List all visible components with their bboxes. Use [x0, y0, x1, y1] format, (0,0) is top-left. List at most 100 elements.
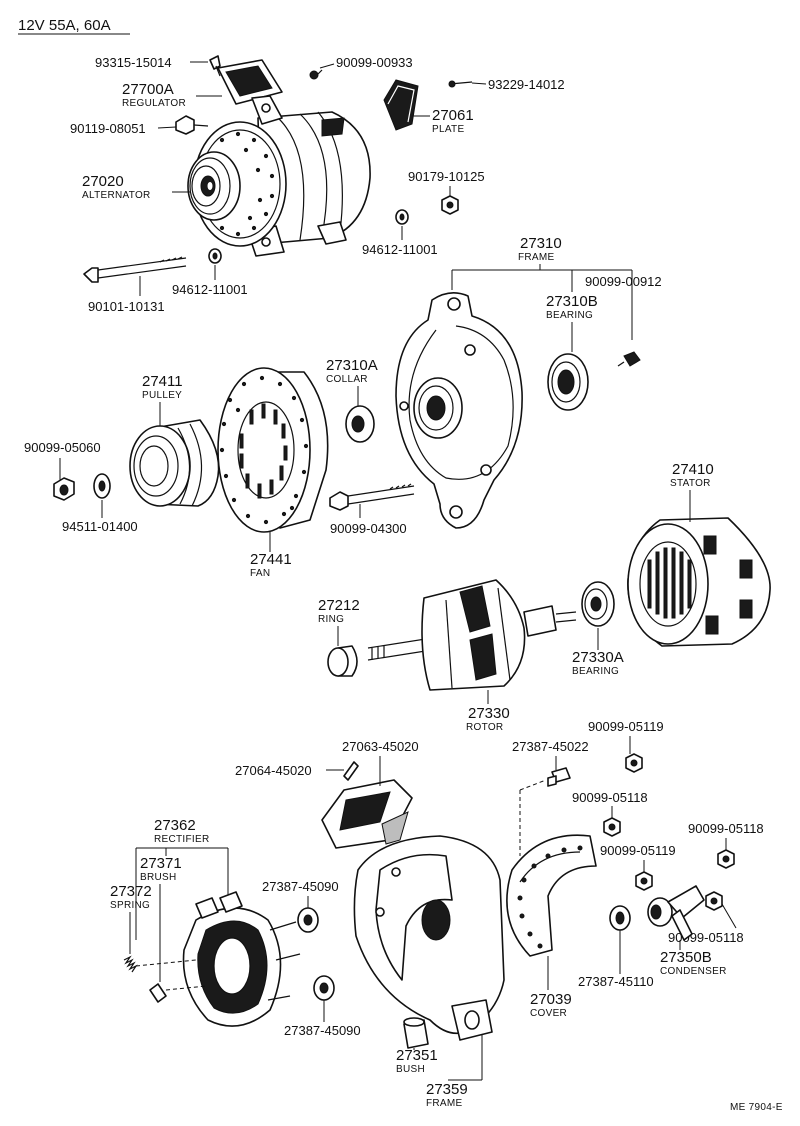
pulley-27411[interactable]: 27411 PULLEY — [129, 373, 220, 507]
svg-text:27039: 27039 — [530, 991, 572, 1008]
svg-text:27212: 27212 — [318, 597, 360, 614]
svg-text:COLLAR: COLLAR — [326, 374, 368, 385]
svg-text:COVER: COVER — [530, 1008, 567, 1019]
svg-text:STATOR: STATOR — [670, 478, 711, 489]
screw-93315-15014[interactable]: 93315-15014 — [95, 55, 221, 77]
svg-text:27372: 27372 — [110, 883, 152, 900]
svg-text:27362: 27362 — [154, 817, 196, 834]
svg-text:94511-01400: 94511-01400 — [62, 519, 138, 534]
nut-90179-10125[interactable]: 90179-10125 — [408, 169, 485, 215]
fan-27441[interactable]: 27441 FAN — [217, 367, 329, 579]
holder-27063-45020[interactable]: 27063-45020 — [321, 739, 419, 849]
svg-text:90099-04300: 90099-04300 — [330, 521, 407, 536]
nut-90099-05060[interactable]: 90099-05060 — [24, 440, 101, 501]
svg-text:BRUSH: BRUSH — [140, 872, 177, 883]
bearing-27330a[interactable]: 27330A BEARING — [572, 581, 624, 677]
svg-text:27310B: 27310B — [546, 293, 598, 310]
svg-text:27387-45090: 27387-45090 — [284, 1023, 361, 1038]
alternator-27020[interactable]: 27020 ALTERNATOR — [82, 95, 371, 257]
svg-text:90099-05119: 90099-05119 — [600, 843, 676, 858]
svg-text:27387-45110: 27387-45110 — [578, 974, 654, 989]
svg-text:90099-05119: 90099-05119 — [588, 719, 664, 734]
diagram-title: 12V 55A, 60A — [18, 17, 130, 35]
svg-text:ALTERNATOR: ALTERNATOR — [82, 190, 151, 201]
footer-code: ME 7904-E — [730, 1102, 783, 1113]
svg-text:90179-10125: 90179-10125 — [408, 169, 485, 184]
svg-text:90099-05118: 90099-05118 — [572, 790, 648, 805]
cover-27039[interactable]: 27039 COVER — [506, 779, 597, 1019]
svg-text:BUSH: BUSH — [396, 1064, 425, 1075]
svg-text:REGULATOR: REGULATOR — [122, 98, 186, 109]
svg-text:PULLEY: PULLEY — [142, 390, 182, 401]
svg-text:PLATE: PLATE — [432, 124, 464, 135]
svg-text:27411: 27411 — [142, 373, 183, 390]
svg-text:90099-05060: 90099-05060 — [24, 440, 101, 455]
brush-27371[interactable]: 27371 BRUSH — [140, 855, 182, 1003]
frame-27310-label: 27310 FRAME — [451, 235, 633, 340]
spring-27372[interactable]: 27372 SPRING — [110, 883, 152, 973]
svg-text:27310: 27310 — [520, 235, 562, 252]
svg-text:FRAME: FRAME — [426, 1098, 463, 1109]
svg-text:93315-15014: 93315-15014 — [95, 55, 172, 70]
svg-text:90101-10131: 90101-10131 — [88, 299, 165, 314]
bolt-90101-10131[interactable]: 90101-10131 — [83, 256, 187, 314]
svg-text:90099-00912: 90099-00912 — [585, 274, 662, 289]
nut-90099-05118-middle[interactable]: 90099-05118 — [572, 790, 648, 837]
bolt-90099-04300[interactable]: 90099-04300 — [329, 483, 415, 536]
screw-90099-00933[interactable]: 90099-00933 — [309, 55, 413, 80]
svg-text:90099-05118: 90099-05118 — [688, 821, 764, 836]
svg-text:93229-14012: 93229-14012 — [488, 77, 565, 92]
svg-text:27310A: 27310A — [326, 357, 378, 374]
washer-94612-11001-left[interactable]: 94612-11001 — [172, 248, 248, 297]
bush-27351[interactable]: 27351 BUSH — [396, 1017, 438, 1075]
nut-90099-05119-top[interactable]: 90099-05119 — [588, 719, 664, 773]
rotor-27330[interactable]: 27330 ROTOR — [367, 579, 577, 733]
collar-27310a[interactable]: 27310A COLLAR — [326, 357, 378, 443]
svg-text:FRAME: FRAME — [518, 252, 555, 263]
rectifier-27362[interactable] — [135, 891, 301, 1027]
svg-text:27064-45020: 27064-45020 — [235, 763, 312, 778]
insulator-27387-45022[interactable]: 27387-45022 — [512, 739, 589, 787]
insulator-27387-45110[interactable]: 27387-45110 — [578, 905, 654, 989]
screw-90099-00912[interactable]: 90099-00912 — [585, 274, 662, 367]
svg-text:27350B: 27350B — [660, 949, 712, 966]
stator-27410[interactable]: 27410 STATOR — [627, 461, 771, 647]
svg-text:27020: 27020 — [82, 173, 124, 190]
plate-27061[interactable]: 27061 PLATE — [383, 79, 474, 135]
insulator-27387-45090-upper[interactable]: 27387-45090 — [262, 879, 339, 933]
svg-text:RING: RING — [318, 614, 344, 625]
condenser-27350b[interactable]: 27350B CONDENSER — [647, 885, 727, 977]
svg-text:ROTOR: ROTOR — [466, 722, 503, 733]
svg-text:27359: 27359 — [426, 1081, 468, 1098]
front-frame-27310[interactable] — [395, 292, 523, 529]
insulator-27387-45090-lower[interactable]: 27387-45090 — [284, 975, 361, 1038]
washer-94511-01400[interactable]: 94511-01400 — [62, 473, 138, 534]
svg-text:CONDENSER: CONDENSER — [660, 966, 727, 977]
svg-text:27061: 27061 — [432, 107, 474, 124]
bearing-27310b[interactable]: 27310B BEARING — [546, 293, 598, 411]
svg-text:90099-00933: 90099-00933 — [336, 55, 413, 70]
rear-frame-27359[interactable]: 27359 FRAME — [353, 835, 505, 1109]
pin-27064-45020[interactable]: 27064-45020 — [235, 761, 359, 781]
svg-text:27330A: 27330A — [572, 649, 624, 666]
svg-text:27330: 27330 — [468, 705, 510, 722]
nut-90099-05118-right[interactable]: 90099-05118 — [688, 821, 764, 869]
svg-text:94612-11001: 94612-11001 — [172, 282, 248, 297]
nut-90099-05119-lower[interactable]: 90099-05119 — [600, 843, 676, 891]
title-text: 12V 55A, 60A — [18, 17, 111, 34]
svg-text:BEARING: BEARING — [572, 666, 619, 677]
screw-93229-14012[interactable]: 93229-14012 — [448, 77, 565, 92]
svg-text:27387-45090: 27387-45090 — [262, 879, 339, 894]
bolt-90119-08051[interactable]: 90119-08051 — [70, 115, 209, 136]
svg-text:94612-11001: 94612-11001 — [362, 242, 438, 257]
svg-text:90119-08051: 90119-08051 — [70, 121, 146, 136]
washer-94612-11001-right[interactable]: 94612-11001 — [362, 209, 438, 257]
ring-27212[interactable]: 27212 RING — [318, 597, 360, 677]
svg-text:27063-45020: 27063-45020 — [342, 739, 419, 754]
svg-text:27387-45022: 27387-45022 — [512, 739, 589, 754]
svg-text:27410: 27410 — [672, 461, 714, 478]
regulator-27700a[interactable]: 27700A REGULATOR — [122, 59, 283, 109]
svg-text:27371: 27371 — [140, 855, 182, 872]
svg-text:RECTIFIER: RECTIFIER — [154, 834, 209, 845]
